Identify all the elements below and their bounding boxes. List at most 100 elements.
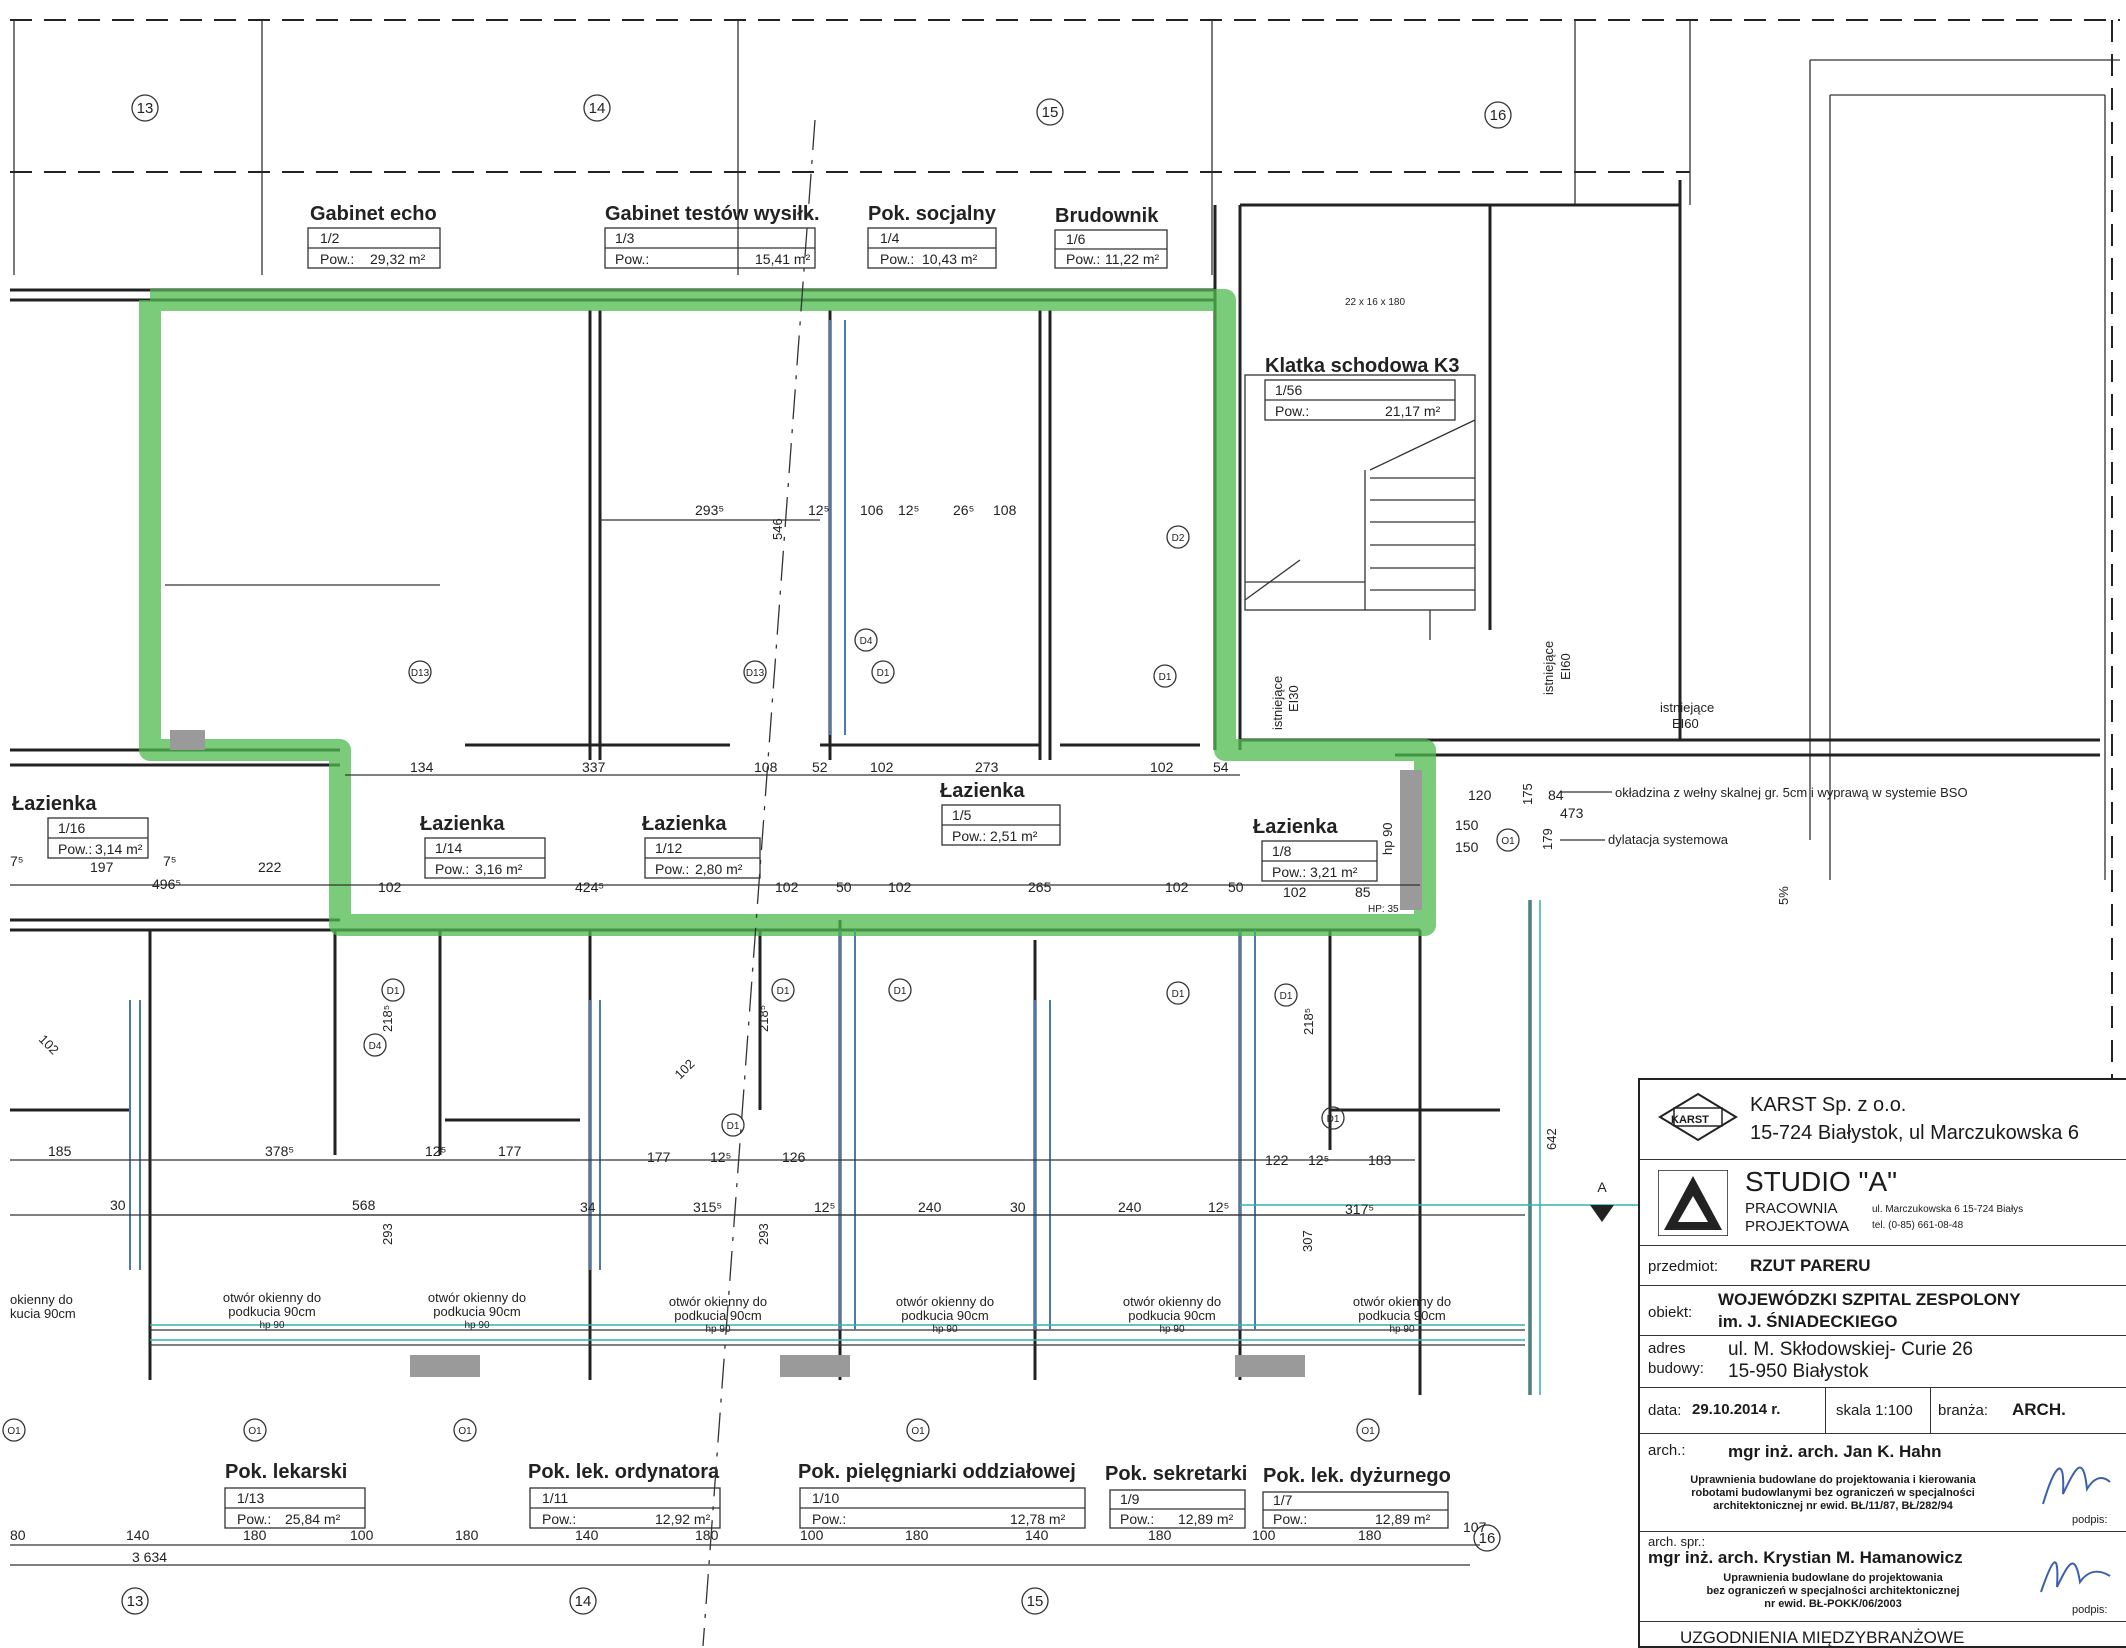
dim: 30	[110, 1197, 126, 1213]
window-note-line: otwór okienny do	[1353, 1294, 1451, 1309]
room-area: 12,89 m²	[1178, 1511, 1234, 1527]
dim: 179	[1540, 828, 1555, 850]
window-note-partial: okienny do	[10, 1292, 73, 1307]
room-area-label: Pow.:	[615, 251, 649, 267]
object-row: obiekt: WOJEWÓDZKI SZPITAL ZESPOLONY im.…	[1640, 1286, 2126, 1336]
fire-label: EI60	[1672, 716, 1699, 731]
dim: 180	[243, 1527, 267, 1543]
dim: 107	[1463, 1519, 1487, 1535]
studio-logo-icon	[1658, 1170, 1728, 1236]
dim: 102	[1283, 884, 1307, 900]
dim: 218⁵	[756, 1005, 771, 1032]
fire-label: EI60	[1558, 653, 1573, 680]
window-mark: O1	[1361, 1426, 1375, 1437]
room-area-label: Pow.:	[237, 1511, 271, 1527]
room-number: 1/8	[1272, 843, 1292, 859]
dim: 85	[1355, 884, 1371, 900]
fire-label: EI30	[1286, 685, 1301, 712]
room-name: Łazienka	[420, 813, 505, 835]
room-number: 1/10	[812, 1490, 839, 1506]
room-area-label: Pow.:	[812, 1511, 846, 1527]
dim: 293	[380, 1223, 395, 1245]
door-tag: D13	[411, 668, 430, 679]
door-tag: D1	[1172, 989, 1185, 1000]
fire-label: istniejące	[1270, 676, 1285, 730]
door-tag: D13	[746, 668, 765, 679]
hatch-blocks	[170, 730, 1422, 1377]
room-area: 11,22 m²	[1105, 251, 1160, 267]
object-label: obiekt:	[1648, 1304, 1693, 1321]
dim: 185	[48, 1143, 72, 1159]
window-note: otwór okienny do podkucia 90cm hp 90	[1353, 1294, 1451, 1335]
room-area: 12,78 m²	[1010, 1511, 1066, 1527]
room-number: 1/3	[615, 230, 635, 246]
dim: 7⁵	[163, 853, 177, 869]
window-note-line: hp 90	[1159, 1324, 1184, 1335]
fire-label: istniejące	[1541, 641, 1556, 695]
window-note-line: podkucia 90cm	[228, 1304, 315, 1319]
room-area-label: Pow.:	[1275, 403, 1309, 419]
room-name: Łazienka	[642, 813, 727, 835]
door-tag: D2	[1172, 533, 1185, 544]
door-tag: D1	[894, 986, 907, 997]
door-tag: D1	[727, 1121, 740, 1132]
room-label: Brudownik 1/6 Pow.: 11,22 m²	[1054, 205, 1168, 269]
room-number: 1/9	[1120, 1491, 1140, 1507]
dim: 7⁵	[10, 853, 24, 869]
axis-bubble-15-top	[1036, 98, 1064, 126]
scale-value: skala 1:100	[1836, 1402, 1913, 1419]
axis-bubble-14-bottom	[569, 1587, 597, 1615]
room-label: Gabinet testów wysiłk. 1/3 Pow.: 15,41 m…	[604, 203, 820, 269]
dilatation-note: dylatacja systemowa	[1608, 832, 1729, 847]
room-area: 3,16 m²	[475, 861, 523, 877]
window-note-partial: kucia 90cm	[10, 1306, 76, 1321]
subject-row: przedmiot: RZUT PARERU	[1640, 1246, 2126, 1286]
door-tag: D1	[1159, 672, 1172, 683]
room-label: Pok. sekretarki 1/9 Pow.: 12,89 m²	[1105, 1463, 1247, 1529]
branch-value: ARCH.	[2012, 1400, 2066, 1419]
dim: 175	[1520, 783, 1535, 805]
axis-16-bottom: 16	[1479, 1530, 1496, 1547]
room-area-label: Pow.:	[320, 251, 354, 267]
axis-bubble-14-top	[583, 94, 611, 122]
window-note-line: otwór okienny do	[896, 1294, 994, 1309]
axis-15-bottom: 15	[1027, 1593, 1044, 1610]
room-name: Łazienka	[940, 780, 1025, 802]
wool-note: okładzina z wełny skalnej gr. 5cm i wypr…	[1615, 785, 1968, 800]
window-note-line: hp 90	[259, 1320, 284, 1331]
window-note-line: hp 90	[705, 1324, 730, 1335]
dim: 177	[498, 1143, 522, 1159]
window-marks: O1 O1 O1 O1 O1 O1	[2, 828, 1520, 1442]
room-area-label: Pow.:	[952, 828, 986, 844]
room-label: Pok. pielęgniarki oddziałowej 1/10 Pow.:…	[798, 1461, 1086, 1529]
room-label: Łazienka 1/16 Pow.: 3,14 m²	[12, 793, 149, 859]
address-line-2: 15-950 Białystok	[1728, 1361, 1869, 1382]
dim: 180	[695, 1527, 719, 1543]
door-tag: D4	[369, 1041, 382, 1052]
room-area: 21,17 m²	[1385, 403, 1441, 419]
architect2-label: arch. spr.:	[1648, 1534, 1706, 1549]
dim: 102	[378, 879, 402, 895]
dim: 240	[1118, 1199, 1142, 1215]
architect-row: arch.: mgr inż. arch. Jan K. Hahn Uprawn…	[1640, 1434, 2126, 1532]
dim: 180	[1148, 1527, 1172, 1543]
room-label: Pok. lekarski 1/13 Pow.: 25,84 m²	[224, 1461, 366, 1529]
window-mark: O1	[7, 1426, 21, 1437]
room-name: Brudownik	[1055, 205, 1159, 227]
room-name: Łazienka	[12, 793, 97, 815]
room-label: Łazienka 1/8 Pow.: 3,21 m²	[1253, 816, 1378, 882]
room-area: 3,21 m²	[1310, 864, 1358, 880]
dim: 102	[870, 759, 894, 775]
window-note-line: podkucia 90cm	[433, 1304, 520, 1319]
dashed-outline	[10, 19, 2120, 1100]
section-arrow-icon	[1590, 1205, 1614, 1222]
dim: 134	[410, 759, 434, 775]
architect-permits: Uprawnienia budowlane do projektowania i…	[1648, 1474, 2018, 1513]
window-note-line: podkucia 90cm	[1358, 1308, 1445, 1323]
dim: 102	[1150, 759, 1174, 775]
architect2-name: mgr inż. arch. Krystian M. Hamanowicz	[1648, 1548, 1963, 1567]
dim: 197	[90, 859, 114, 875]
room-area-label: Pow.:	[542, 1511, 576, 1527]
window-note-line: otwór okienny do	[1123, 1294, 1221, 1309]
subject-label: przedmiot:	[1648, 1258, 1719, 1275]
